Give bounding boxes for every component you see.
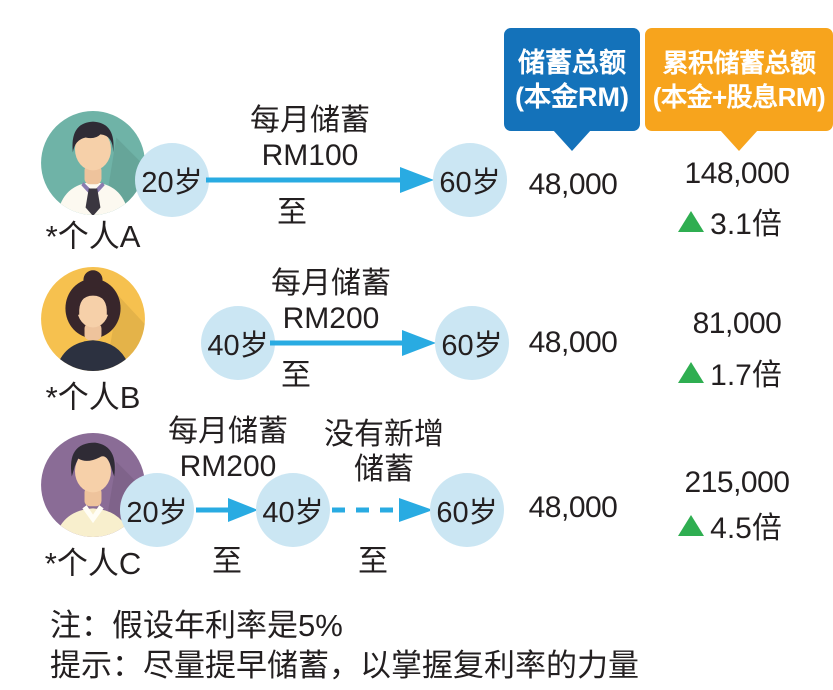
principal-header-callout: 储蓄总额 (本金RM) — [504, 28, 640, 131]
increase-triangle-icon — [678, 210, 705, 232]
accumulated-header-line2: (本金+股息RM) — [652, 81, 826, 112]
row-a-saving-label-line1: 每月储蓄 — [250, 104, 370, 137]
row-a-multiple-value: 3.1倍 — [710, 208, 782, 241]
person-c-label: *个人C — [44, 546, 142, 581]
row-c-saving-label-line1: 每月储蓄 — [168, 415, 288, 448]
row-b-end-age-circle: 60岁 — [435, 306, 509, 380]
principal-header-line1: 储蓄总额 — [518, 47, 626, 78]
person-b-label: *个人B — [45, 380, 141, 415]
row-a-end-age-circle: 60岁 — [433, 143, 507, 217]
row-c-principal-value: 48,000 — [528, 491, 618, 524]
row-a-multiple: 3.1倍 — [660, 199, 800, 243]
row-c-arrow-solid — [196, 498, 258, 522]
row-c-end-age-circle: 60岁 — [430, 473, 504, 547]
row-c-to-label-1: 至 — [212, 545, 242, 578]
row-a-principal-value: 48,000 — [528, 168, 618, 201]
note-tip: 提示：尽量提早储蓄，以掌握复利率的力量 — [50, 648, 639, 683]
row-a-to-label: 至 — [277, 196, 307, 229]
row-c-to-label-2: 至 — [358, 545, 388, 578]
row-c-multiple: 4.5倍 — [660, 503, 800, 547]
row-b-saving-label: 每月储蓄 RM200 — [246, 266, 416, 336]
row-c-mid-age-circle: 40岁 — [256, 473, 330, 547]
accumulated-header-callout: 累积储蓄总额 (本金+股息RM) — [645, 28, 833, 131]
row-c-saving-label-line2: RM200 — [179, 450, 277, 483]
row-a-accumulated-value: 148,000 — [684, 157, 790, 190]
row-a-arrow — [206, 167, 434, 193]
row-a-saving-label: 每月储蓄 RM100 — [225, 103, 395, 173]
increase-triangle-icon — [678, 361, 705, 383]
row-b-multiple-value: 1.7倍 — [710, 359, 782, 392]
row-b-saving-label-line2: RM200 — [282, 302, 380, 335]
row-c-no-saving-label: 没有新增 储蓄 — [299, 417, 469, 487]
person-b-avatar — [40, 266, 146, 372]
row-b-arrow — [270, 330, 436, 356]
row-c-arrow-dashed — [332, 498, 433, 522]
principal-header-line2: (本金RM) — [515, 81, 629, 112]
row-c-multiple-value: 4.5倍 — [710, 512, 782, 545]
row-c-start-age-circle: 20岁 — [120, 473, 194, 547]
accumulated-header-line1: 累积储蓄总额 — [662, 47, 816, 78]
male-office-worker-icon — [41, 111, 145, 215]
row-b-to-label: 至 — [281, 359, 311, 392]
row-c-no-saving-label-line2: 储蓄 — [354, 453, 414, 486]
row-a-saving-label-line2: RM100 — [261, 139, 359, 172]
row-b-start-age-circle: 40岁 — [201, 306, 275, 380]
increase-triangle-icon — [678, 514, 705, 536]
row-c-saving-label: 每月储蓄 RM200 — [143, 414, 313, 484]
row-b-accumulated-value: 81,000 — [692, 307, 782, 340]
row-b-principal-value: 48,000 — [528, 326, 618, 359]
person-a-avatar — [40, 110, 146, 216]
note-interest-rate: 注：假设年利率是5% — [50, 608, 343, 643]
row-c-no-saving-label-line1: 没有新增 — [324, 418, 444, 451]
person-a-label: *个人A — [45, 219, 141, 254]
row-c-accumulated-value: 215,000 — [684, 466, 790, 499]
female-person-icon — [41, 267, 145, 371]
row-a-start-age-circle: 20岁 — [135, 143, 209, 217]
row-b-multiple: 1.7倍 — [660, 350, 800, 394]
row-b-saving-label-line1: 每月储蓄 — [271, 267, 391, 300]
